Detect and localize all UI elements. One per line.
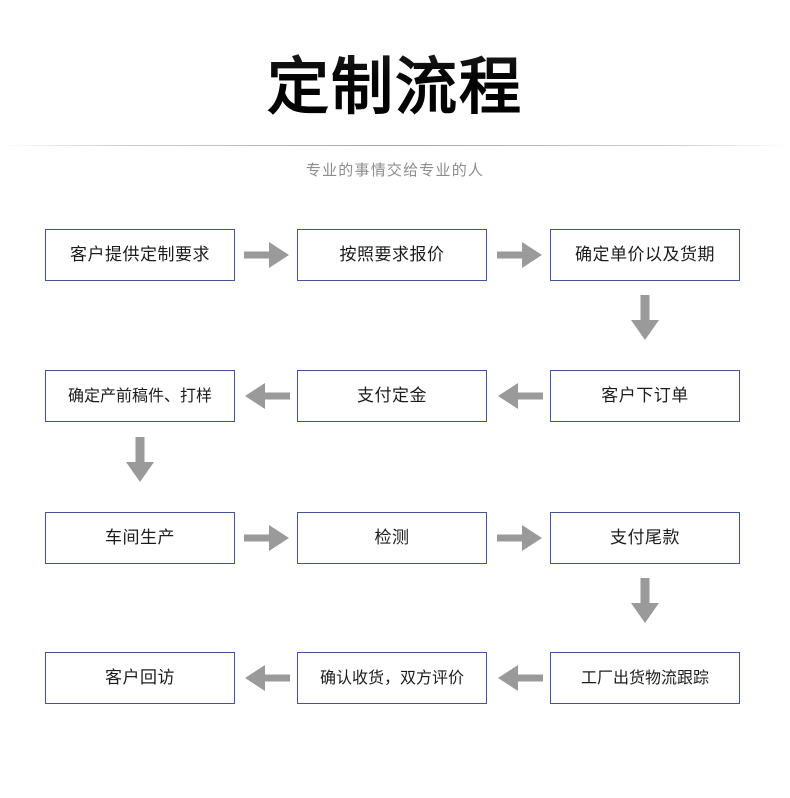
page-header: 定制流程 — [0, 0, 790, 122]
arrow-left-icon — [497, 661, 543, 695]
flow-node[interactable]: 车间生产 — [45, 512, 235, 564]
flow-node[interactable]: 确定单价以及货期 — [550, 229, 740, 281]
arrow-down-icon — [628, 578, 662, 624]
arrow-right-icon — [244, 238, 290, 272]
arrow-left-icon — [497, 379, 543, 413]
arrow-down-icon — [628, 295, 662, 341]
page-subtitle: 专业的事情交给专业的人 — [305, 161, 485, 179]
flow-node[interactable]: 客户回访 — [45, 652, 235, 704]
flow-node[interactable]: 工厂出货物流跟踪 — [550, 652, 740, 704]
arrow-right-icon — [497, 238, 543, 272]
arrow-right-icon — [244, 521, 290, 555]
flow-node[interactable]: 支付定金 — [297, 370, 487, 422]
flow-node[interactable]: 客户提供定制要求 — [45, 229, 235, 281]
arrow-left-icon — [244, 661, 290, 695]
header-divider — [0, 145, 790, 146]
arrow-left-icon — [244, 379, 290, 413]
flow-node[interactable]: 支付尾款 — [550, 512, 740, 564]
page-title: 定制流程 — [0, 0, 790, 122]
arrow-right-icon — [497, 521, 543, 555]
flow-node[interactable]: 客户下订单 — [550, 370, 740, 422]
flow-node[interactable]: 按照要求报价 — [297, 229, 487, 281]
arrow-down-icon — [123, 437, 157, 483]
flow-node[interactable]: 检测 — [297, 512, 487, 564]
flow-node[interactable]: 确认收货，双方评价 — [297, 652, 487, 704]
flow-node[interactable]: 确定产前稿件、打样 — [45, 370, 235, 422]
